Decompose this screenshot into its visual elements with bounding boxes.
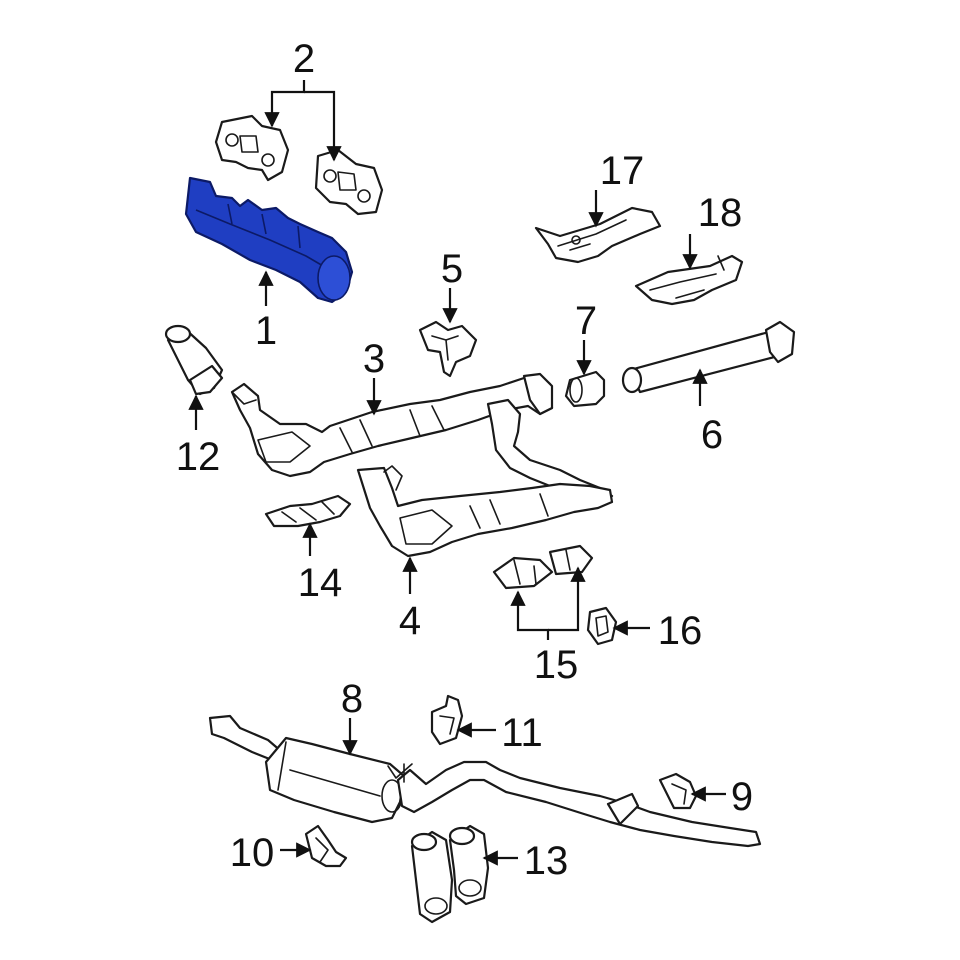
callout-8[interactable]: 8	[341, 677, 363, 721]
callout-10[interactable]: 10	[230, 831, 275, 875]
part-16-gasket[interactable]	[586, 606, 618, 646]
callout-15[interactable]: 15	[534, 643, 579, 687]
callout-12[interactable]: 12	[176, 435, 221, 479]
callout-1[interactable]: 1	[255, 309, 277, 353]
part-9-hanger[interactable]	[658, 772, 698, 810]
part-14-heat-shield[interactable]	[264, 494, 352, 528]
part-2-gaskets[interactable]	[214, 114, 384, 216]
callout-7[interactable]: 7	[575, 299, 597, 343]
callout-17[interactable]: 17	[600, 149, 645, 193]
part-11-hanger[interactable]	[430, 694, 464, 746]
callout-18[interactable]: 18	[698, 191, 743, 235]
part-5-hanger-bracket[interactable]	[418, 320, 478, 378]
callout-16[interactable]: 16	[658, 609, 703, 653]
part-4-converter-assembly[interactable]	[356, 465, 614, 558]
callout-2[interactable]: 2	[293, 37, 315, 81]
callout-14[interactable]: 14	[298, 561, 343, 605]
part-10-hanger[interactable]	[304, 824, 348, 868]
callout-13[interactable]: 13	[524, 839, 569, 883]
callout-3[interactable]: 3	[363, 337, 385, 381]
part-1-exhaust-manifold[interactable]	[184, 176, 354, 304]
part-8-muffler-assembly[interactable]	[208, 714, 762, 848]
callout-6[interactable]: 6	[701, 413, 723, 457]
callout-labels: 1 2 3 4 5 6 7 8 9 10 11 12 13 14 15 16 1…	[176, 37, 753, 883]
callout-9[interactable]: 9	[731, 775, 753, 819]
part-6-intermediate-pipe[interactable]	[621, 320, 796, 394]
part-13-dual-tips[interactable]	[410, 824, 490, 924]
part-12-tip[interactable]	[164, 324, 224, 396]
callout-4[interactable]: 4	[399, 599, 421, 643]
part-17-heat-shield[interactable]	[534, 206, 662, 264]
leader-lines	[188, 80, 726, 866]
part-7-clamp[interactable]	[564, 370, 606, 408]
callout-11[interactable]: 11	[501, 711, 543, 755]
callout-5[interactable]: 5	[441, 247, 463, 291]
